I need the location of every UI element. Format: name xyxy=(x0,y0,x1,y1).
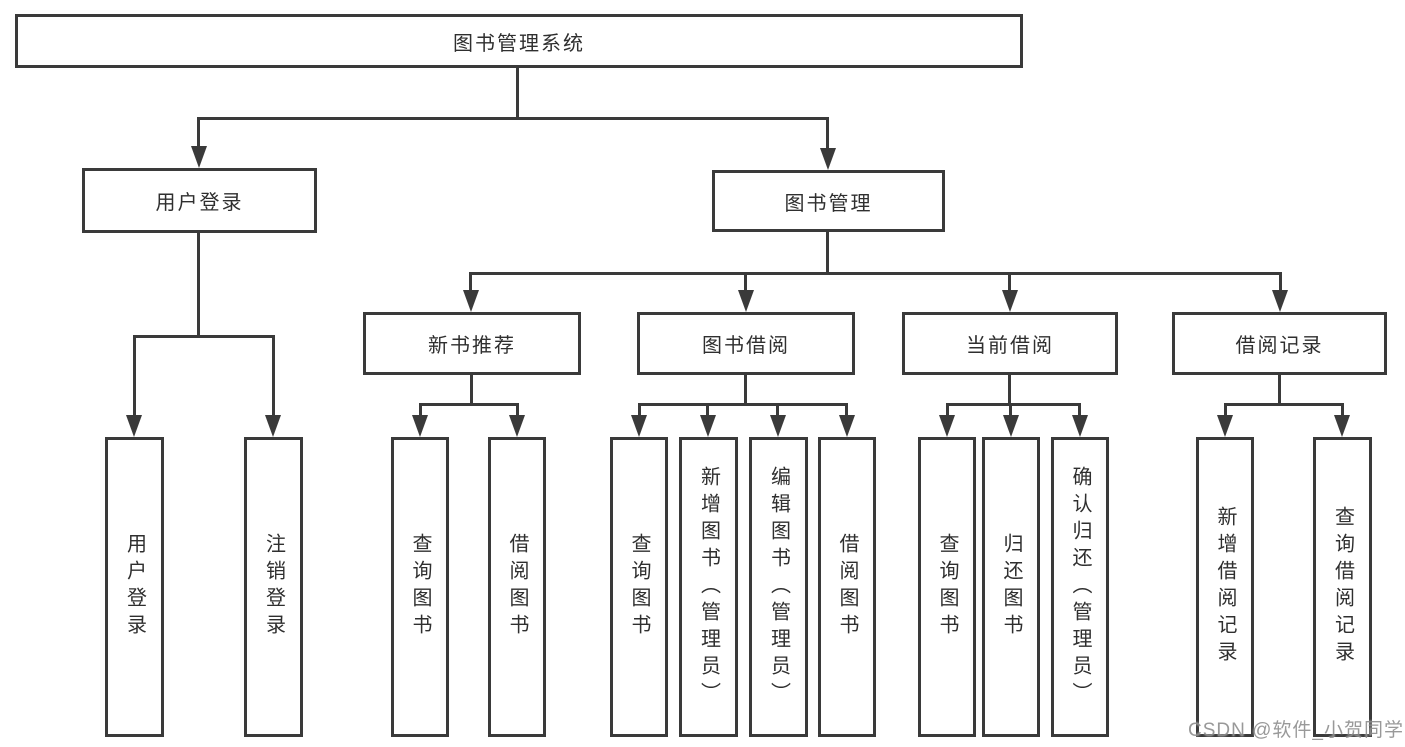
leaf-borrowing-query-books: 查询图书 xyxy=(610,437,668,737)
leaf-recommend-borrow-books-label: 借阅图书 xyxy=(506,533,528,641)
arrowhead-icon xyxy=(1002,290,1018,312)
connector-line xyxy=(516,68,519,118)
leaf-user-login-label: 用户登录 xyxy=(123,533,146,641)
arrowhead-icon xyxy=(1334,415,1350,437)
node-borrowing-records: 借阅记录 xyxy=(1172,312,1387,375)
connector-line xyxy=(197,233,200,337)
arrowhead-icon xyxy=(1272,290,1288,312)
arrowhead-icon xyxy=(738,290,754,312)
leaf-recommend-borrow-books: 借阅图书 xyxy=(488,437,546,737)
arrowhead-icon xyxy=(939,415,955,437)
connector-line xyxy=(197,117,829,120)
arrowhead-icon xyxy=(412,415,428,437)
arrowhead-icon xyxy=(1003,415,1019,437)
leaf-add-book-admin-label: 新增图书（管理员） xyxy=(697,465,720,709)
connector-line xyxy=(1008,272,1011,292)
connector-line xyxy=(946,403,949,417)
node-root: 图书管理系统 xyxy=(15,14,1023,68)
leaf-query-borrow-record-label: 查询借阅记录 xyxy=(1331,506,1354,668)
leaf-return-books-label: 归还图书 xyxy=(1000,533,1022,641)
connector-line xyxy=(419,403,519,406)
leaf-current-query-books-label: 查询图书 xyxy=(936,533,958,641)
node-user-login: 用户登录 xyxy=(82,168,317,233)
leaf-recommend-query-books: 查询图书 xyxy=(391,437,449,737)
connector-line xyxy=(197,117,200,149)
leaf-edit-book-admin-label: 编辑图书（管理员） xyxy=(767,465,790,709)
connector-line xyxy=(469,272,1282,275)
node-current-borrowing-label: 当前借阅 xyxy=(966,335,1054,357)
connector-line xyxy=(1224,403,1344,406)
leaf-borrowing-query-books-label: 查询图书 xyxy=(628,533,650,641)
arrowhead-icon xyxy=(631,415,647,437)
arrowhead-icon xyxy=(265,415,281,437)
leaf-current-query-books: 查询图书 xyxy=(918,437,976,737)
node-user-login-label: 用户登录 xyxy=(155,192,244,214)
watermark: CSDN @软件_小贺同学 xyxy=(1188,720,1404,741)
arrowhead-icon xyxy=(770,415,786,437)
node-borrowing-records-label: 借阅记录 xyxy=(1235,335,1324,357)
arrowhead-icon xyxy=(1072,415,1088,437)
leaf-add-borrow-record: 新增借阅记录 xyxy=(1196,437,1254,737)
connector-line xyxy=(1078,403,1081,417)
arrowhead-icon xyxy=(700,415,716,437)
connector-line xyxy=(744,272,747,292)
connector-line xyxy=(419,403,422,417)
leaf-user-login: 用户登录 xyxy=(105,437,164,737)
connector-line xyxy=(1341,403,1344,417)
node-book-management-label: 图书管理 xyxy=(784,192,873,215)
connector-line xyxy=(1009,403,1012,417)
leaf-confirm-return-admin: 确认归还（管理员） xyxy=(1051,437,1109,737)
arrowhead-icon xyxy=(126,415,142,437)
connector-line xyxy=(1278,375,1281,405)
connector-line xyxy=(826,117,829,151)
arrowhead-icon xyxy=(820,148,836,170)
arrowhead-icon xyxy=(463,290,479,312)
connector-line xyxy=(272,335,275,417)
leaf-query-borrow-record: 查询借阅记录 xyxy=(1313,437,1372,737)
leaf-borrow-books-label: 借阅图书 xyxy=(836,533,858,641)
node-book-management: 图书管理 xyxy=(712,170,945,232)
connector-line xyxy=(946,403,1081,406)
leaf-edit-book-admin: 编辑图书（管理员） xyxy=(749,437,808,737)
leaf-add-book-admin: 新增图书（管理员） xyxy=(679,437,738,737)
connector-line xyxy=(469,272,472,292)
node-current-borrowing: 当前借阅 xyxy=(902,312,1118,375)
connector-line xyxy=(744,375,747,405)
leaf-logout-label: 注销登录 xyxy=(262,533,285,641)
arrowhead-icon xyxy=(509,415,525,437)
connector-line xyxy=(133,335,136,417)
connector-line xyxy=(516,403,519,417)
connector-line xyxy=(776,403,779,417)
node-book-borrowing-label: 图书借阅 xyxy=(702,335,790,357)
connector-line xyxy=(638,403,848,406)
leaf-confirm-return-admin-label: 确认归还（管理员） xyxy=(1069,465,1091,709)
connector-line xyxy=(826,232,829,274)
connector-line xyxy=(706,403,709,417)
node-new-book-recommendation: 新书推荐 xyxy=(363,312,581,375)
leaf-add-borrow-record-label: 新增借阅记录 xyxy=(1214,506,1236,668)
connector-line xyxy=(845,403,848,417)
connector-line xyxy=(1008,375,1011,405)
leaf-recommend-query-books-label: 查询图书 xyxy=(409,533,431,641)
arrowhead-icon xyxy=(839,415,855,437)
leaf-return-books: 归还图书 xyxy=(982,437,1040,737)
leaf-logout: 注销登录 xyxy=(244,437,303,737)
arrowhead-icon xyxy=(191,146,207,168)
node-book-borrowing: 图书借阅 xyxy=(637,312,855,375)
connector-line xyxy=(1279,272,1282,292)
arrowhead-icon xyxy=(1217,415,1233,437)
node-root-label: 图书管理系统 xyxy=(453,32,585,55)
connector-line xyxy=(133,335,275,338)
leaf-borrow-books: 借阅图书 xyxy=(818,437,876,737)
connector-line xyxy=(1224,403,1227,417)
node-new-book-recommendation-label: 新书推荐 xyxy=(428,335,516,357)
connector-line xyxy=(470,375,473,405)
connector-line xyxy=(638,403,641,417)
